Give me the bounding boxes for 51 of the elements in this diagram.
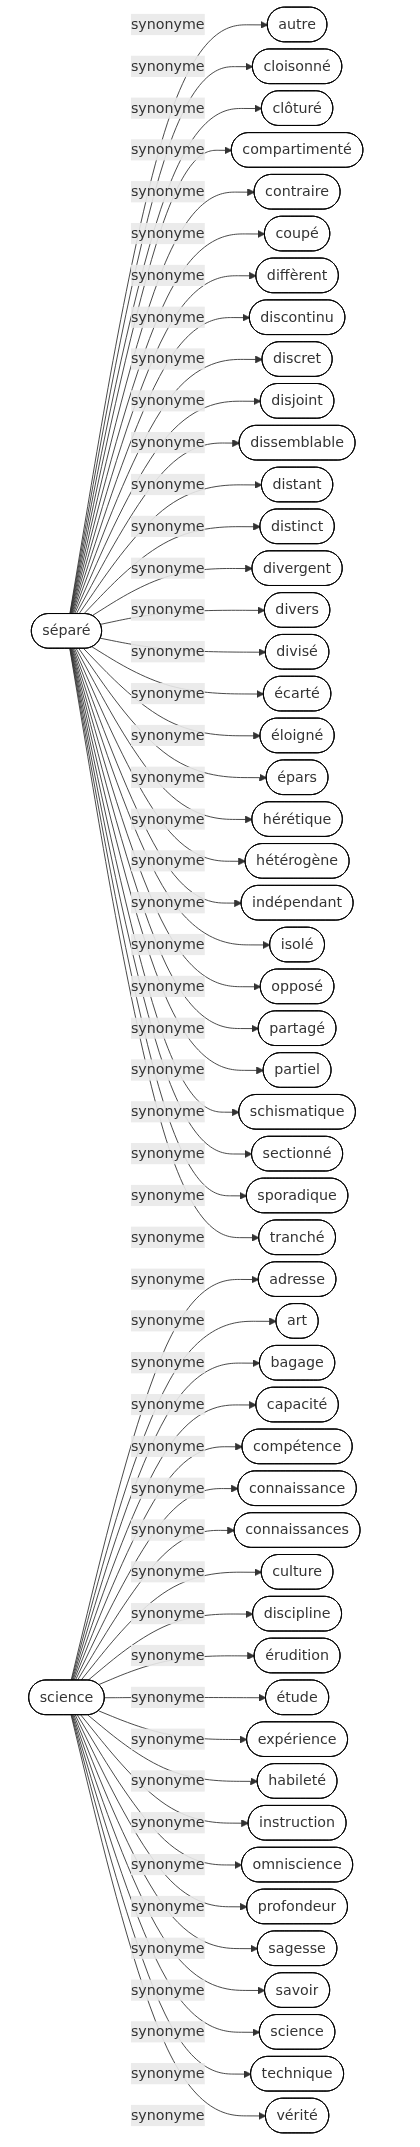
edge-label: synonyme xyxy=(130,852,205,869)
edge-label: synonyme xyxy=(130,182,205,200)
edge-label: synonyme xyxy=(130,1562,205,1580)
edge-label: synonyme xyxy=(130,1061,205,1079)
edge-label: synonyme xyxy=(130,2022,205,2040)
edge-label: synonyme xyxy=(130,1813,205,1831)
edge-label: synonyme xyxy=(130,1479,205,1497)
edge-label: synonyme xyxy=(130,224,205,242)
edge-label: synonyme xyxy=(130,308,205,326)
edge-label: synonyme xyxy=(130,893,205,911)
edge-label: synonyme xyxy=(130,350,205,368)
edge-label: synonyme xyxy=(130,768,205,786)
edge-label: synonyme xyxy=(130,1437,205,1455)
edge-label: synonyme xyxy=(130,1688,205,1706)
edge-label: synonyme xyxy=(130,1855,205,1873)
edge-label: synonyme xyxy=(130,475,205,493)
edge-label: synonyme xyxy=(130,935,205,953)
edge-label: synonyme xyxy=(130,1353,205,1371)
edge-label: synonyme xyxy=(130,1604,205,1622)
edge-label: synonyme xyxy=(130,684,205,702)
edge-label: synonyme xyxy=(130,559,205,577)
edge-label: synonyme xyxy=(130,99,205,117)
edge-label: synonyme xyxy=(130,433,205,451)
edge-label: synonyme xyxy=(130,1102,205,1120)
edge-label: synonyme xyxy=(130,1228,205,1246)
edge-label: synonyme xyxy=(130,1897,205,1915)
edge-label: synonyme xyxy=(130,1186,205,1204)
edge-label: synonyme xyxy=(130,1730,205,1748)
edge-label: synonyme xyxy=(130,2064,205,2082)
edge-label: synonyme xyxy=(130,1521,205,1539)
edge-label: synonyme xyxy=(130,1981,205,1999)
edge-label: synonyme xyxy=(130,2106,205,2124)
edge-label: synonyme xyxy=(130,266,205,284)
edge-label: synonyme xyxy=(130,15,205,33)
edge-label: synonyme xyxy=(130,1395,205,1413)
edge-label: synonyme xyxy=(130,642,205,660)
edge-label: synonyme xyxy=(130,141,205,158)
edge-label: synonyme xyxy=(130,517,205,535)
edge-label: synonyme xyxy=(130,1144,205,1162)
edge-label: synonyme xyxy=(130,391,205,409)
edge-label: synonyme xyxy=(130,1270,205,1288)
edge-label: synonyme xyxy=(130,1019,205,1037)
edge-label: synonyme xyxy=(130,977,205,995)
edge-label: synonyme xyxy=(130,1312,205,1329)
edge-label: synonyme xyxy=(130,601,205,618)
edge-label: synonyme xyxy=(130,726,205,744)
edge-label: synonyme xyxy=(130,57,205,75)
edge-label: synonyme xyxy=(130,1772,205,1789)
edge-label: synonyme xyxy=(130,1939,205,1957)
edge-label: synonyme xyxy=(130,1646,205,1664)
edge-label: synonyme xyxy=(130,810,205,828)
